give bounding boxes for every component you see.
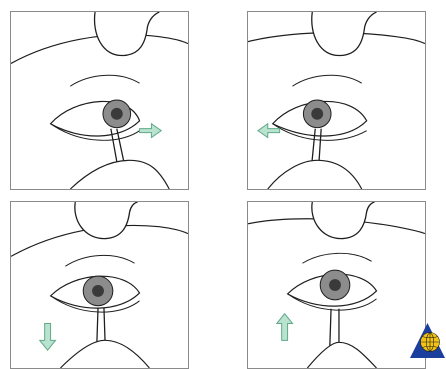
panel-2 xyxy=(247,11,426,190)
eye-illustration-4 xyxy=(248,202,425,368)
panel-1 xyxy=(10,11,189,190)
eye-illustration-3 xyxy=(11,202,188,368)
eye-illustration-2 xyxy=(248,12,425,189)
panel-3 xyxy=(10,201,189,369)
panel-4 xyxy=(247,201,426,369)
eye-illustration-1 xyxy=(11,12,188,189)
logo-icon xyxy=(409,322,446,359)
